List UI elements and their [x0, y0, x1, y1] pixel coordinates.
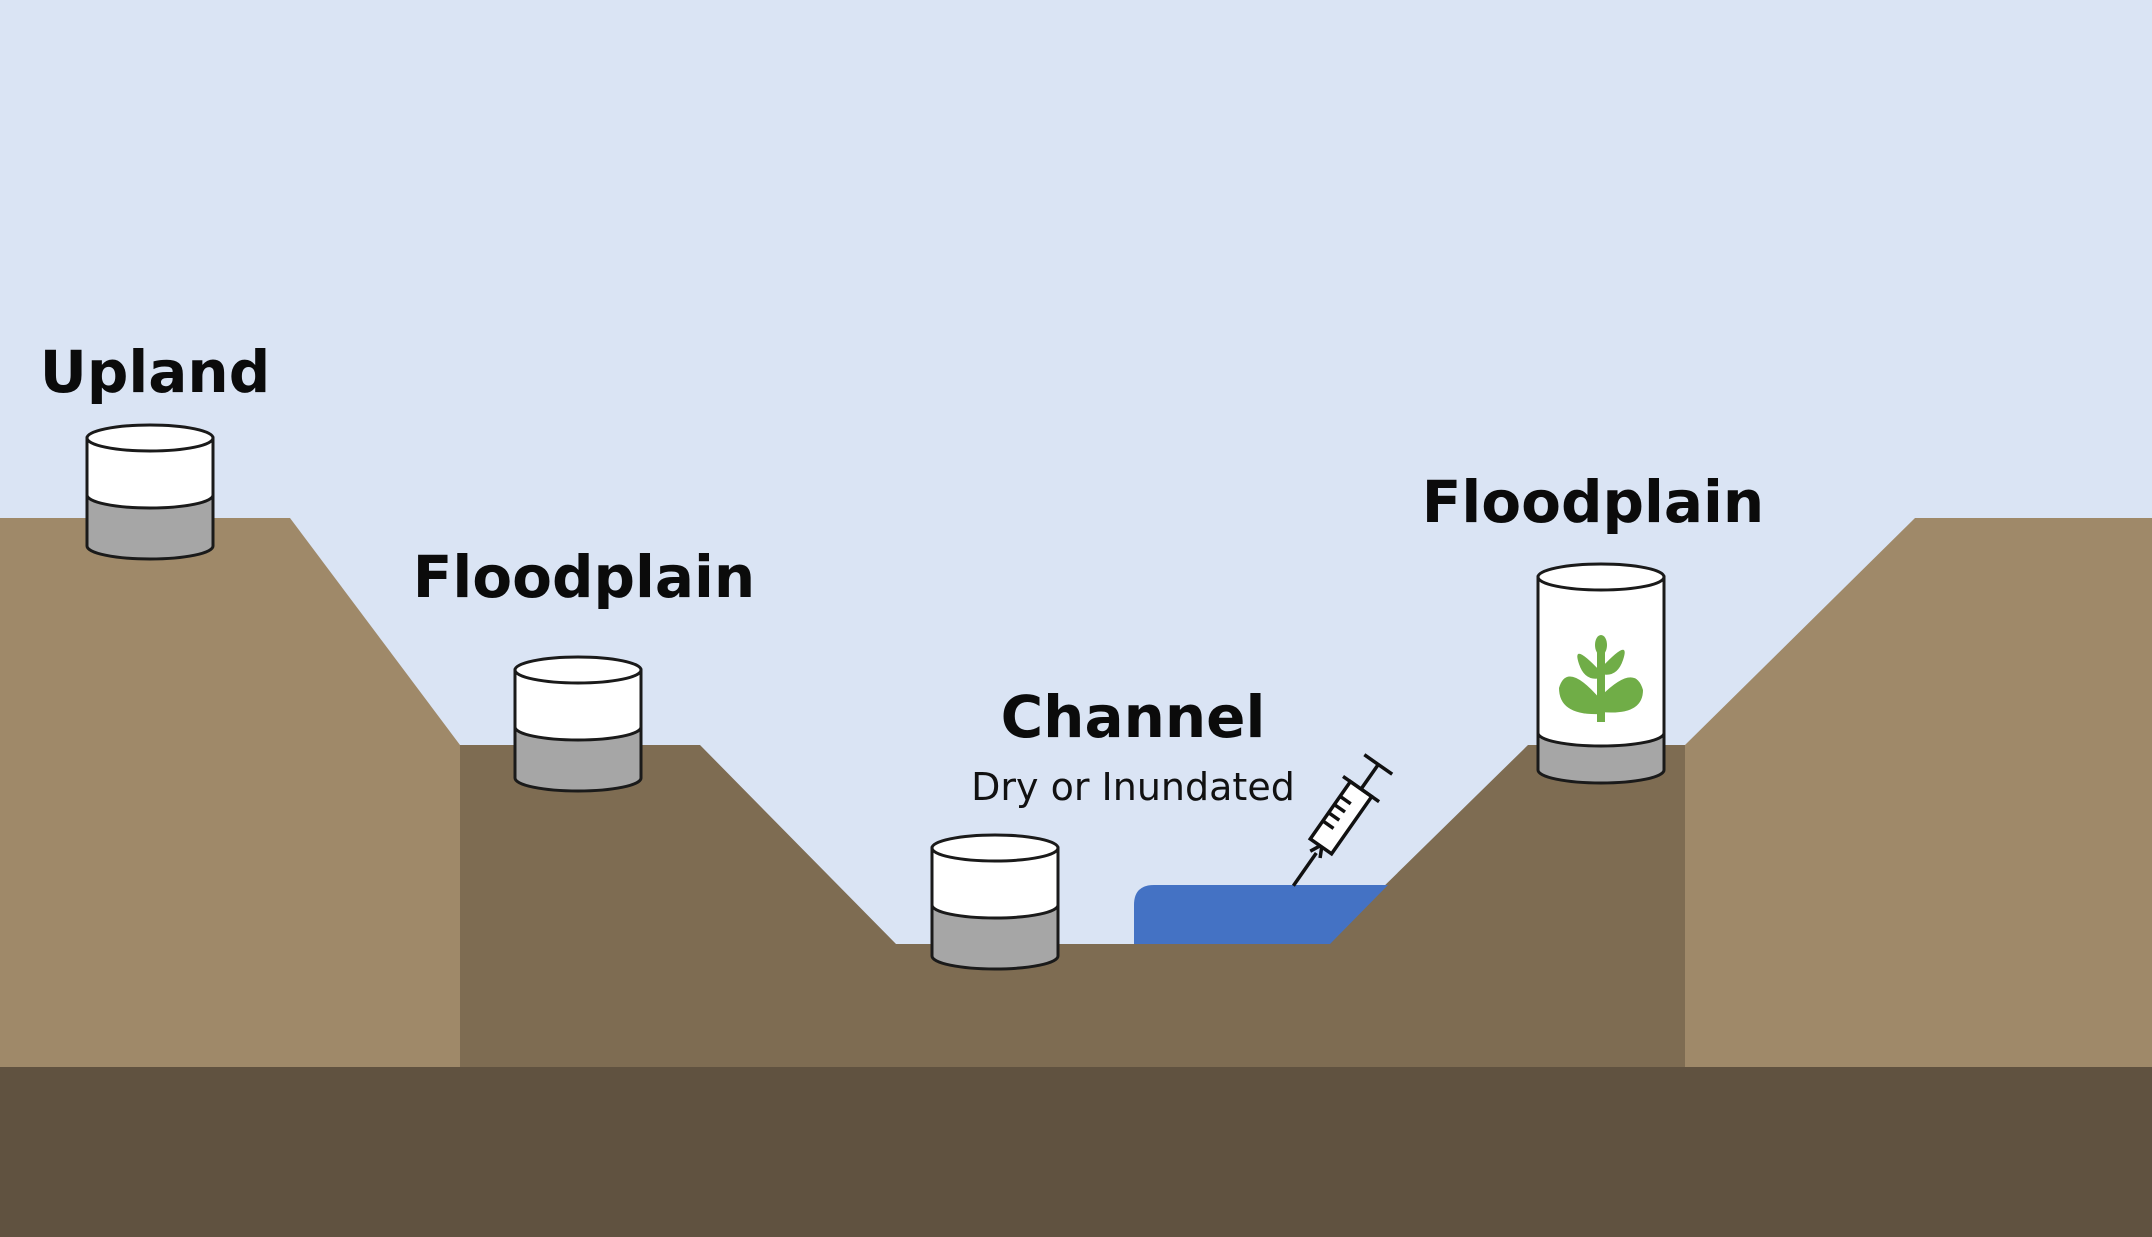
- channel-water: [1134, 885, 1388, 944]
- left-upland-terrain: [0, 518, 460, 1067]
- plant-chamber-icon: [1536, 562, 1666, 785]
- label-channel: Channel: [1001, 683, 1266, 751]
- upland-chamber-icon: [85, 423, 215, 561]
- left-floodplain-chamber-icon: [513, 655, 643, 793]
- right-upland-terrain: [1685, 518, 2152, 1067]
- syringe-icon: [1291, 753, 1394, 887]
- label-floodplain-right: Floodplain: [1422, 468, 1764, 536]
- lowland-terrain: [460, 745, 1685, 1067]
- label-channel-condition: Dry or Inundated: [971, 765, 1295, 809]
- label-upland: Upland: [40, 338, 270, 406]
- channel-chamber-icon: [930, 833, 1060, 971]
- plant-icon: [1559, 635, 1643, 722]
- label-floodplain-left: Floodplain: [413, 543, 755, 611]
- bedrock-layer: [0, 1067, 2152, 1237]
